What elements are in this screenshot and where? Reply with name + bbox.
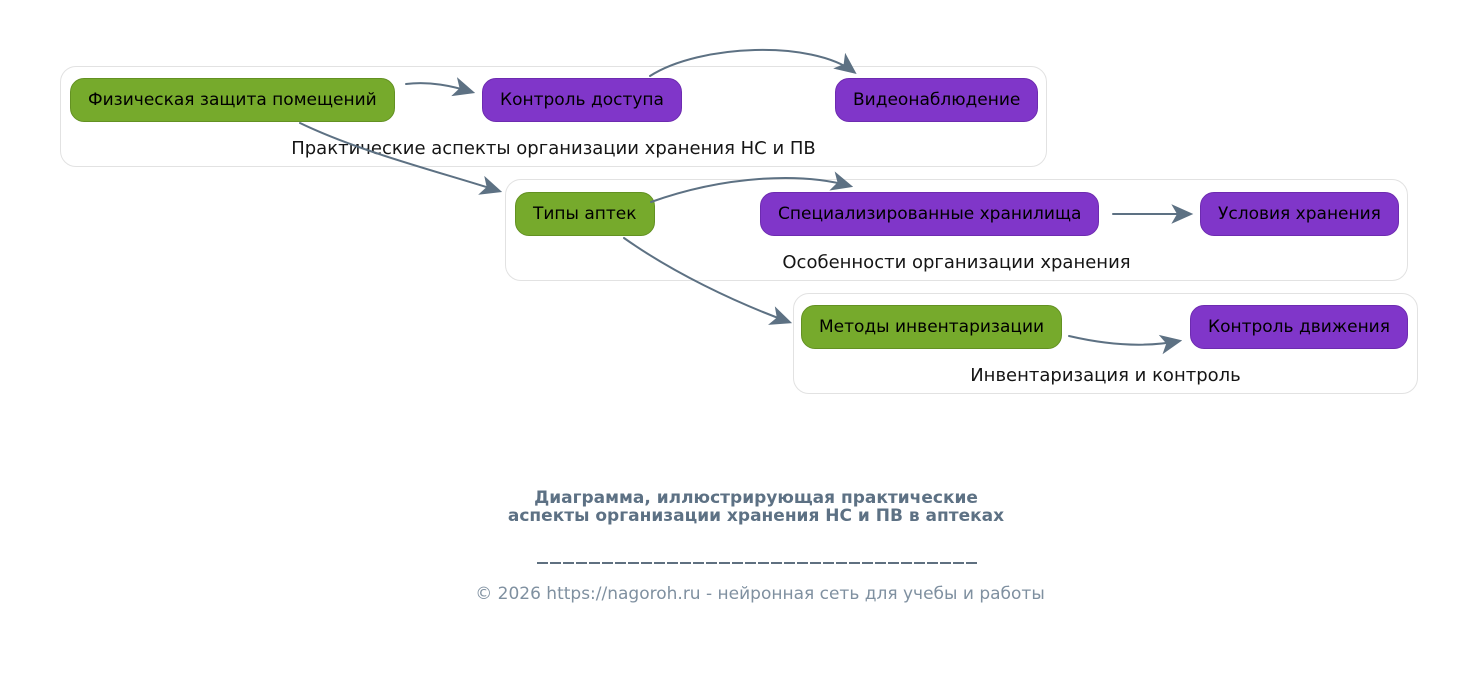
node-video-surveillance: Видеонаблюдение xyxy=(835,78,1039,122)
node-specialized-storages: Специализированные хранилища xyxy=(760,192,1100,236)
footer-caption: Диаграмма, иллюстрирующая практические а… xyxy=(507,488,1005,526)
footer-divider xyxy=(537,562,978,564)
node-access-control: Контроль доступа xyxy=(482,78,682,122)
node-inventory-methods: Методы инвентаризации xyxy=(801,305,1063,349)
group-storage-organization-label: Особенности организации хранения xyxy=(782,252,1131,273)
node-pharmacy-types: Типы аптек xyxy=(515,192,655,236)
group-practical-aspects-label: Практические аспекты организации хранени… xyxy=(291,138,816,159)
node-storage-conditions: Условия хранения xyxy=(1200,192,1399,236)
group-inventory-control-label: Инвентаризация и контроль xyxy=(970,365,1241,386)
node-movement-control: Контроль движения xyxy=(1190,305,1408,349)
footer-copyright: © 2026 https://nagoroh.ru - нейронная се… xyxy=(475,584,1045,604)
node-physical-protection: Физическая защита помещений xyxy=(70,78,395,122)
